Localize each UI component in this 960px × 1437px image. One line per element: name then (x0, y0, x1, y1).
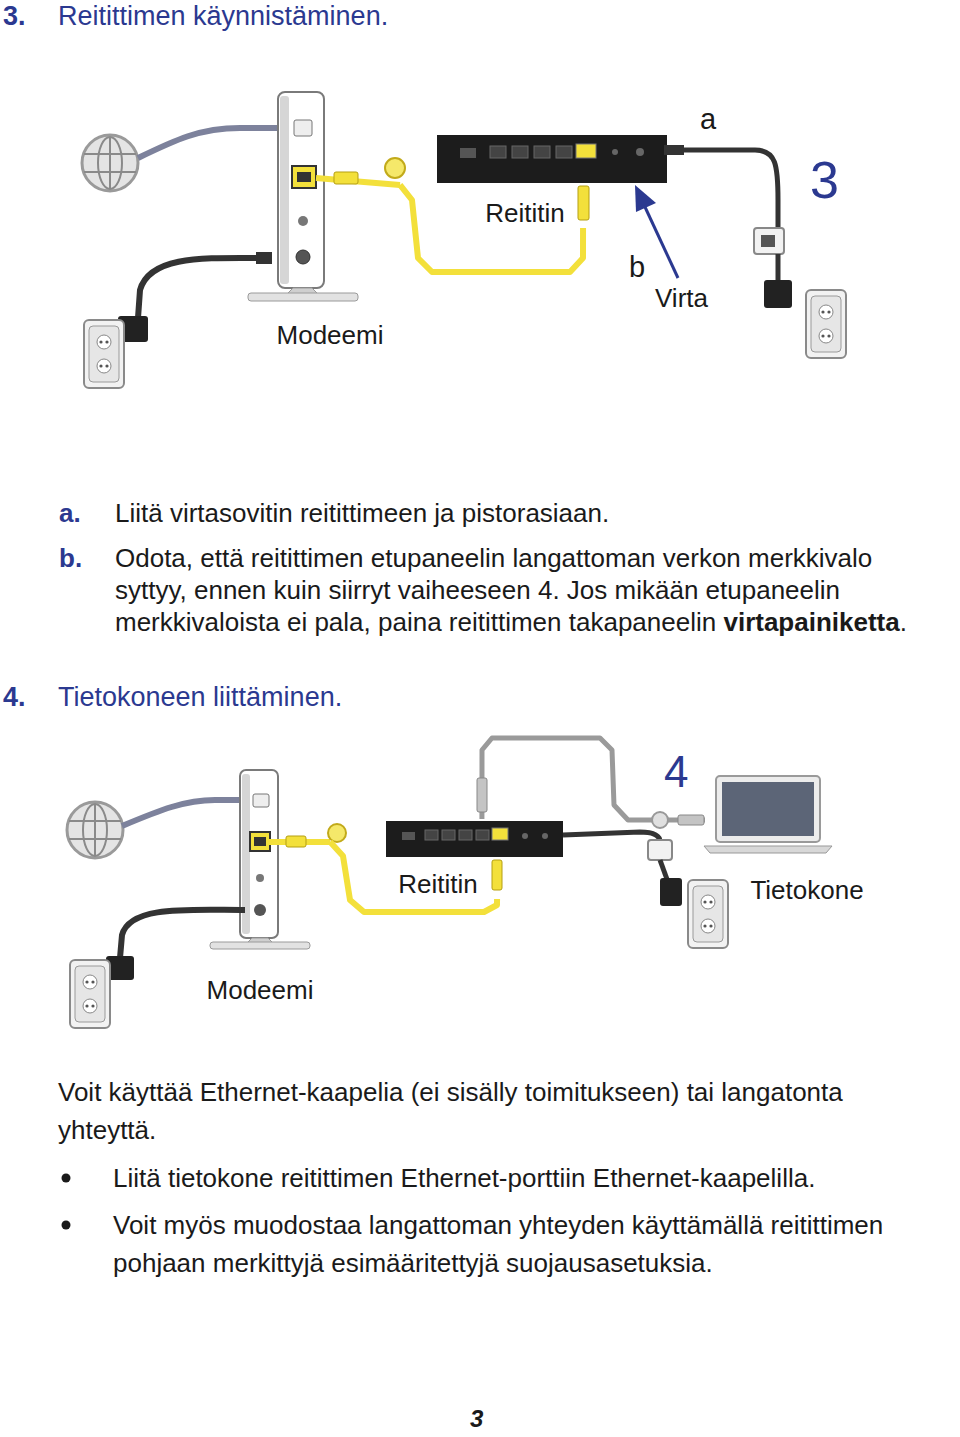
ethernet-plug (578, 186, 589, 220)
coax-cable (138, 128, 290, 158)
page-number: 3 (470, 1405, 483, 1432)
section-heading-block: Tietokoneen liittäminen. (58, 681, 658, 714)
internet-globe (82, 135, 138, 191)
ethernet-plug (477, 778, 487, 812)
device-label: Reititin (398, 869, 477, 899)
laptop (704, 776, 832, 853)
step-letter: b. (59, 543, 82, 573)
router: Reititin (386, 819, 566, 899)
wall-outlet (688, 880, 728, 948)
callout-letter: a (700, 103, 716, 135)
section-heading: Tietokoneen liittäminen. (58, 682, 342, 712)
callout-number: 4 (664, 747, 688, 796)
step-number: 4. (3, 682, 26, 712)
callout-label: Virta (655, 283, 708, 313)
step-letter-block: a. (59, 497, 99, 529)
bullet-text: Liitä tietokone reitittimen Ethernet-por… (113, 1163, 815, 1193)
device-label: Reititin (485, 198, 564, 228)
ethernet-cable (482, 738, 705, 820)
body-text-block: Voit käyttää Ethernet-kaapelia (ei sisäl… (58, 1073, 858, 1149)
leader-arrow (645, 207, 678, 278)
router: Reititin (437, 133, 667, 228)
section-heading-block: Reitittimen käynnistäminen. (58, 0, 658, 33)
bullet-text-block: Voit myös muodostaa langattoman yhteyden… (113, 1206, 903, 1282)
router-body (437, 135, 667, 183)
cable-clip (328, 824, 346, 842)
callout-letter-block: a (700, 102, 730, 137)
wall-outlet (70, 960, 110, 1028)
device-label: Modeemi (207, 975, 314, 1005)
ethernet-plug (492, 860, 502, 890)
ethernet-plug (678, 815, 704, 825)
power-plug (256, 252, 272, 264)
power-plug (764, 280, 792, 308)
step-number-block: 4. (3, 681, 53, 714)
device-label: Modeemi (277, 320, 384, 350)
section-heading: Reitittimen käynnistäminen. (58, 1, 388, 31)
instruction-text-block: Liitä virtasovitin reitittimeen ja pisto… (115, 497, 945, 529)
callout-letter-block: b (629, 250, 659, 285)
instruction-text: . (900, 607, 907, 637)
body-text: Voit käyttää Ethernet-kaapelia (ei sisäl… (58, 1077, 843, 1145)
power-plug (664, 145, 684, 155)
power-cable (120, 910, 245, 958)
device-label: Tietokone (750, 875, 863, 905)
router-body (386, 821, 563, 857)
ethernet-cable (330, 842, 497, 912)
instruction-text-block: Odota, että reitittimen etupaneelin lang… (115, 542, 950, 638)
step-number-block: 3. (3, 0, 53, 33)
bullet-text-block: Liitä tietokone reitittimen Ethernet-por… (113, 1159, 958, 1197)
bullet (62, 1174, 71, 1183)
wall-outlet (806, 290, 846, 358)
internet-globe (67, 802, 123, 858)
modem-body (210, 770, 310, 949)
modem-body (248, 92, 358, 301)
ethernet-plug (334, 172, 358, 184)
modem: Modeemi (250, 88, 400, 350)
instruction-text: Liitä virtasovitin reitittimeen ja pisto… (115, 498, 609, 528)
page-number-block: 3 (470, 1406, 500, 1432)
bullet (62, 1221, 71, 1230)
bullet-text: Voit myös muodostaa langattoman yhteyden… (113, 1210, 883, 1278)
callout-number-block: 4 (664, 746, 704, 798)
cable-clip (652, 812, 668, 828)
cable-clip (385, 158, 405, 178)
wall-outlet (84, 320, 124, 388)
coax-cable (122, 800, 252, 826)
ethernet-plug (286, 836, 306, 847)
power-cable (667, 150, 778, 232)
computer: Tietokone (705, 770, 910, 905)
callout-letter: b (629, 251, 645, 283)
power-adapter (754, 228, 784, 254)
step-letter-block: b. (59, 542, 99, 574)
instruction-text: virtapainiketta (723, 607, 899, 637)
power-plug (660, 878, 682, 906)
callout-number: 3 (810, 151, 839, 209)
callout-number-block: 3 (810, 150, 860, 210)
power-cable (563, 832, 660, 842)
ethernet-cable (400, 185, 583, 272)
step-letter: a. (59, 498, 81, 528)
arrow-head (635, 185, 656, 212)
modem: Modeemi (200, 765, 330, 1005)
power-adapter (648, 840, 672, 860)
callout-label-block: Virta (655, 282, 735, 314)
step-number: 3. (3, 1, 26, 31)
power-cable (138, 258, 262, 318)
